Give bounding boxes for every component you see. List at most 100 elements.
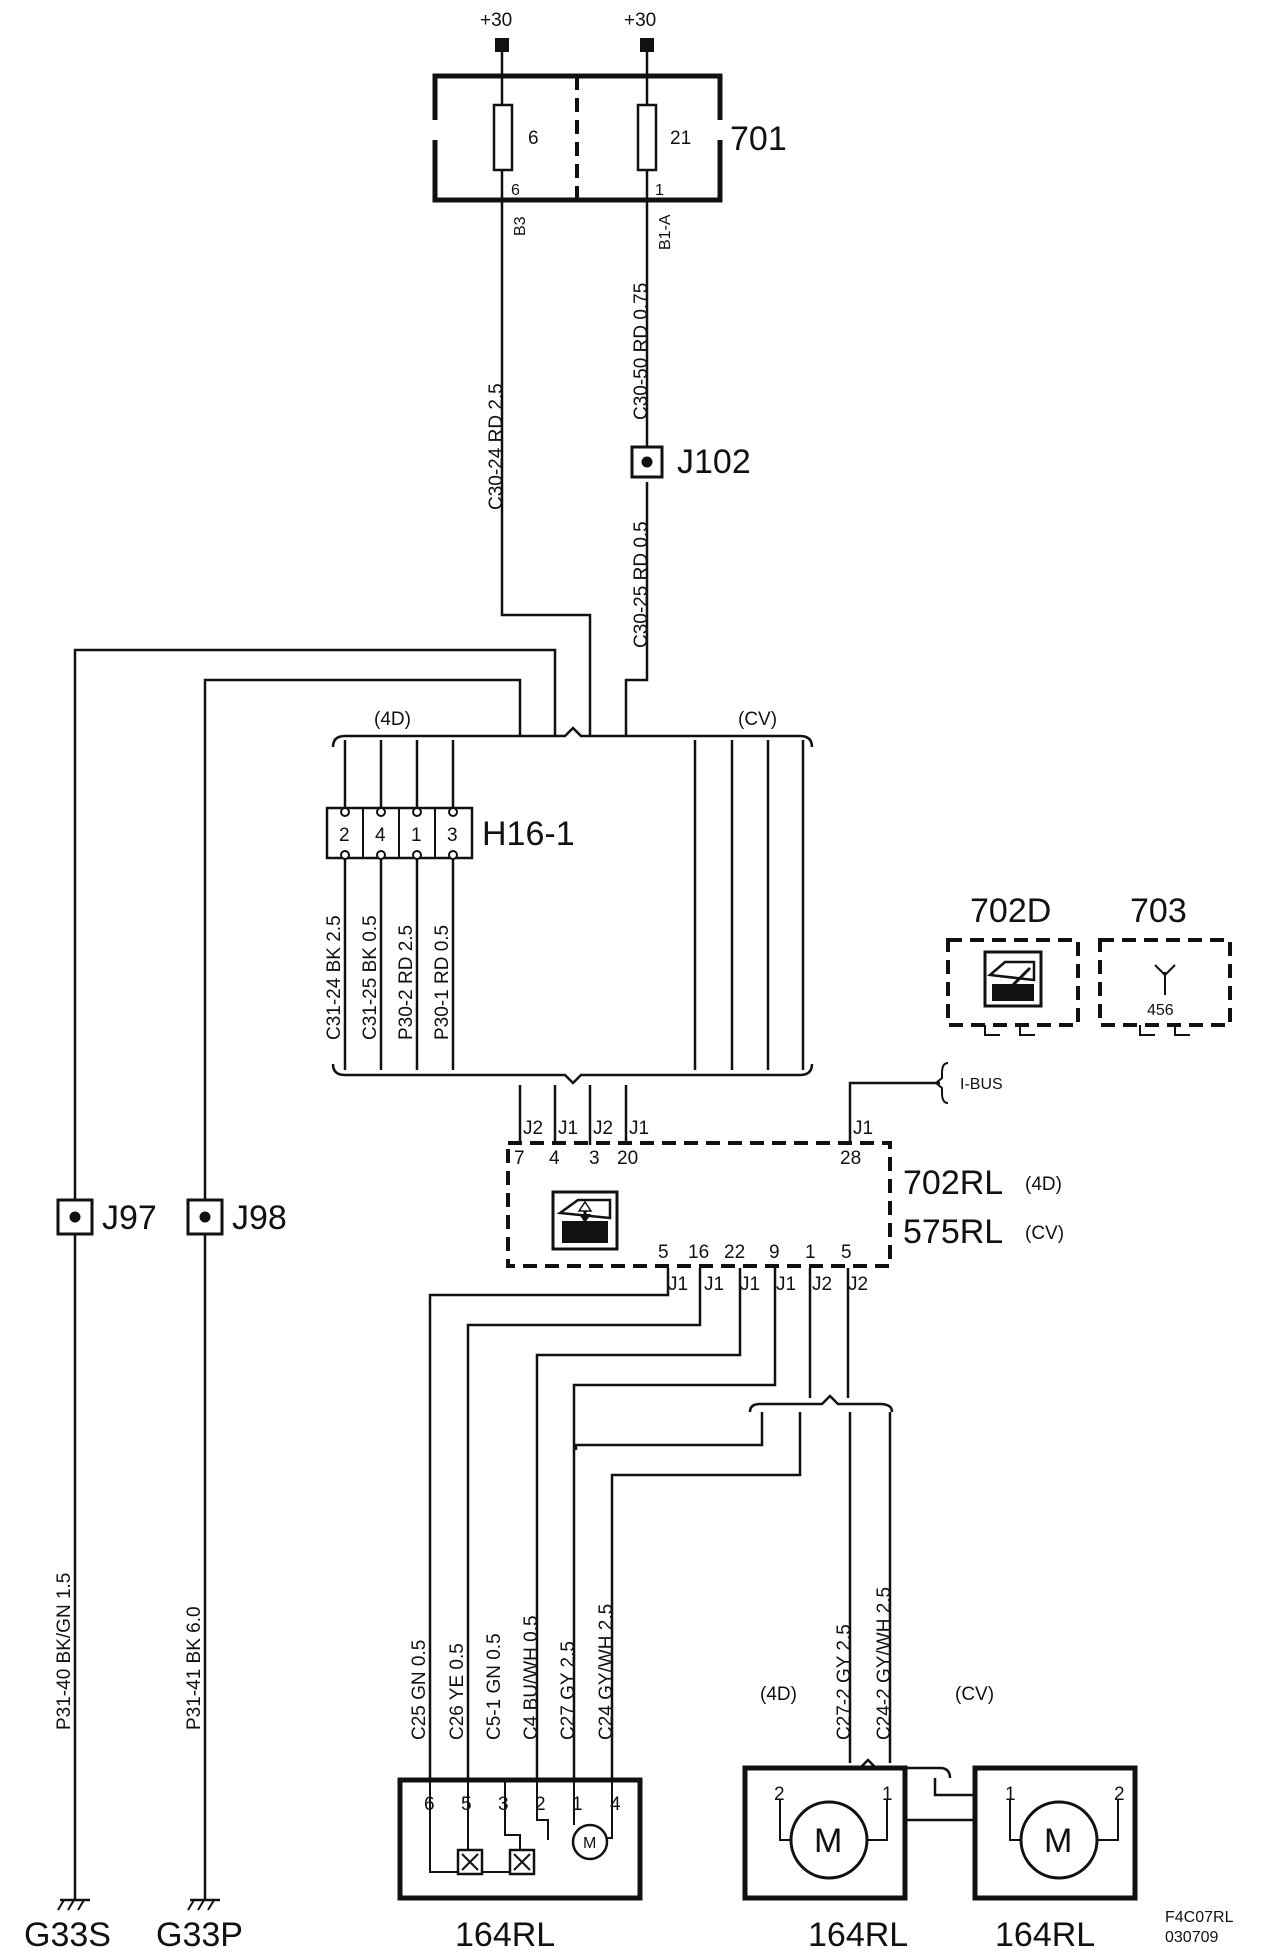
- fuse-6: [492, 103, 514, 172]
- cu-top-conn-5: J1: [853, 1118, 873, 1139]
- variant-bot-cv: (CV): [955, 1684, 994, 1705]
- fuse-label-6: 6: [528, 128, 539, 149]
- cu-bot-conn-5: J2: [812, 1274, 832, 1295]
- wire-c31-25: C31-25 BK 0.5: [360, 915, 381, 1040]
- fuse-box-id: 701: [730, 120, 787, 158]
- cu-top-conn-3: J2: [593, 1118, 613, 1139]
- mu2-pin-1: 1: [882, 1784, 893, 1805]
- mu1-pin-2: 2: [535, 1794, 546, 1815]
- motor-unit-label-2: 164RL: [808, 1916, 908, 1954]
- fuse-21: [636, 103, 658, 172]
- motor-unit-label-3: 164RL: [995, 1916, 1095, 1954]
- wire-p30-2: P30-2 RD 2.5: [396, 925, 417, 1040]
- h16-pin-1: 1: [411, 825, 422, 846]
- motor-unit-label-1: 164RL: [455, 1916, 555, 1954]
- ground-g33p: [187, 1898, 220, 1911]
- junction-label-j102: J102: [677, 443, 751, 481]
- cu-top-pin-20: 20: [617, 1148, 638, 1169]
- cu-bot-pin-5b: 5: [841, 1242, 852, 1263]
- cu-bot-pin-22: 22: [724, 1242, 745, 1263]
- junction-label-j97: J97: [102, 1199, 157, 1237]
- cu-bot-conn-4: J1: [776, 1274, 796, 1295]
- cu-top-conn-2: J1: [558, 1118, 578, 1139]
- mu1-pin-3: 3: [498, 1794, 509, 1815]
- variant-bot-4d: (4D): [760, 1684, 797, 1705]
- module-label-702d: 702D: [970, 892, 1051, 930]
- wire-c27-2: C27-2 GY 2.5: [834, 1624, 855, 1740]
- control-unit-variant-cv: (CV): [1025, 1223, 1064, 1244]
- motor-unit-164rl-1: 6 5 3 2 1 4 M: [397, 1777, 643, 1901]
- fuse-pin-1: 1: [655, 182, 664, 199]
- junction-j97: [56, 1198, 94, 1236]
- control-unit-702rl: J2 J1 J2 J1 J1 7 4 3 20 28 5 16 22 9 1 5…: [506, 1118, 892, 1295]
- footer-date: 030709: [1165, 1929, 1218, 1946]
- wire-c27: C27 GY 2.5: [558, 1641, 579, 1740]
- control-unit-id-702rl: 702RL: [903, 1164, 1003, 1202]
- supply-terminal-left: [495, 38, 509, 52]
- wire-c26: C26 YE 0.5: [447, 1643, 468, 1740]
- mu1-pin-5: 5: [461, 1794, 472, 1815]
- cu-top-pin-3: 3: [589, 1148, 600, 1169]
- mu1-pin-1: 1: [572, 1794, 583, 1815]
- junction-j98: [186, 1198, 224, 1236]
- connector-label-h16-1: H16-1: [482, 815, 575, 853]
- module-702d: [946, 938, 1080, 1036]
- cu-bot-pin-16: 16: [688, 1242, 709, 1263]
- h16-pin-2: 2: [339, 825, 350, 846]
- h16-pin-4: 4: [375, 825, 386, 846]
- wire-c30-25: C30-25 RD 0.5: [631, 521, 652, 648]
- wire-c30-50: C30-50 RD 0.75: [631, 283, 652, 420]
- wire-c25: C25 GN 0.5: [409, 1640, 430, 1740]
- motor-unit-164rl-3: 1 2 M: [972, 1765, 1138, 1901]
- cu-top-conn-4: J1: [629, 1118, 649, 1139]
- wire-b3: B3: [512, 216, 529, 236]
- wire-c24: C24 GY/WH 2.5: [596, 1604, 617, 1740]
- mu3-motor-label: M: [1044, 1822, 1072, 1860]
- mu2-motor-label: M: [814, 1822, 842, 1860]
- motor-unit-164rl-2: 2 1 M: [742, 1765, 908, 1901]
- wire-c31-24: C31-24 BK 2.5: [324, 915, 345, 1040]
- mu3-pin-2: 2: [1114, 1784, 1125, 1805]
- cu-top-conn-1: J2: [523, 1118, 543, 1139]
- variant-top-4d: (4D): [374, 709, 411, 730]
- cu-bot-pin-5: 5: [658, 1242, 669, 1263]
- supply-label-left: +30: [480, 10, 512, 31]
- cu-top-pin-7: 7: [514, 1148, 525, 1169]
- cu-bot-conn-1: J1: [668, 1274, 688, 1295]
- mu3-pin-1: 1: [1005, 1784, 1016, 1805]
- ibus-label: I-BUS: [960, 1076, 1003, 1093]
- cu-bot-conn-6: J2: [848, 1274, 868, 1295]
- fuse-box-701: 6 21 6 1: [431, 73, 724, 203]
- connector-h16-1: 2 4 1 3: [325, 806, 474, 860]
- cu-bot-conn-3: J1: [740, 1274, 760, 1295]
- motor-icon: [1019, 1800, 1099, 1880]
- footer-code: F4C07RL: [1165, 1909, 1234, 1926]
- module-703-pin: 456: [1147, 1002, 1174, 1019]
- window-lift-module-icon: [551, 1190, 619, 1251]
- wire-p31-41: P31-41 BK 6.0: [184, 1606, 205, 1730]
- control-unit-id-575rl: 575RL: [903, 1213, 1003, 1251]
- cu-bot-pin-1: 1: [805, 1242, 816, 1263]
- mu1-motor-label: M: [583, 1835, 596, 1852]
- wire-b1a: B1-A: [657, 214, 674, 250]
- h16-pin-3: 3: [447, 825, 458, 846]
- control-unit-variant-4d: (4D): [1025, 1174, 1062, 1195]
- wire-p30-1: P30-1 RD 0.5: [432, 925, 453, 1040]
- wire-p31-40: P31-40 BK/GN 1.5: [54, 1573, 75, 1730]
- ground-g33s: [57, 1898, 90, 1911]
- wire-c24-2: C24-2 GY/WH 2.5: [874, 1587, 895, 1740]
- cu-top-pin-28: 28: [840, 1148, 861, 1169]
- module-label-703: 703: [1130, 892, 1187, 930]
- ground-label-g33s: G33S: [24, 1916, 111, 1954]
- junction-label-j98: J98: [232, 1199, 287, 1237]
- fuse-pin-6: 6: [511, 182, 520, 199]
- wire-c5-1: C5-1 GN 0.5: [484, 1633, 505, 1740]
- variant-top-cv: (CV): [738, 709, 777, 730]
- wire-c30-24: C30-24 RD 2.5: [486, 383, 507, 510]
- mu2-pin-2: 2: [774, 1784, 785, 1805]
- module-703: 456: [1098, 938, 1232, 1036]
- ground-label-g33p: G33P: [156, 1916, 243, 1954]
- supply-terminal-right: [640, 38, 654, 52]
- mu1-pin-4: 4: [610, 1794, 621, 1815]
